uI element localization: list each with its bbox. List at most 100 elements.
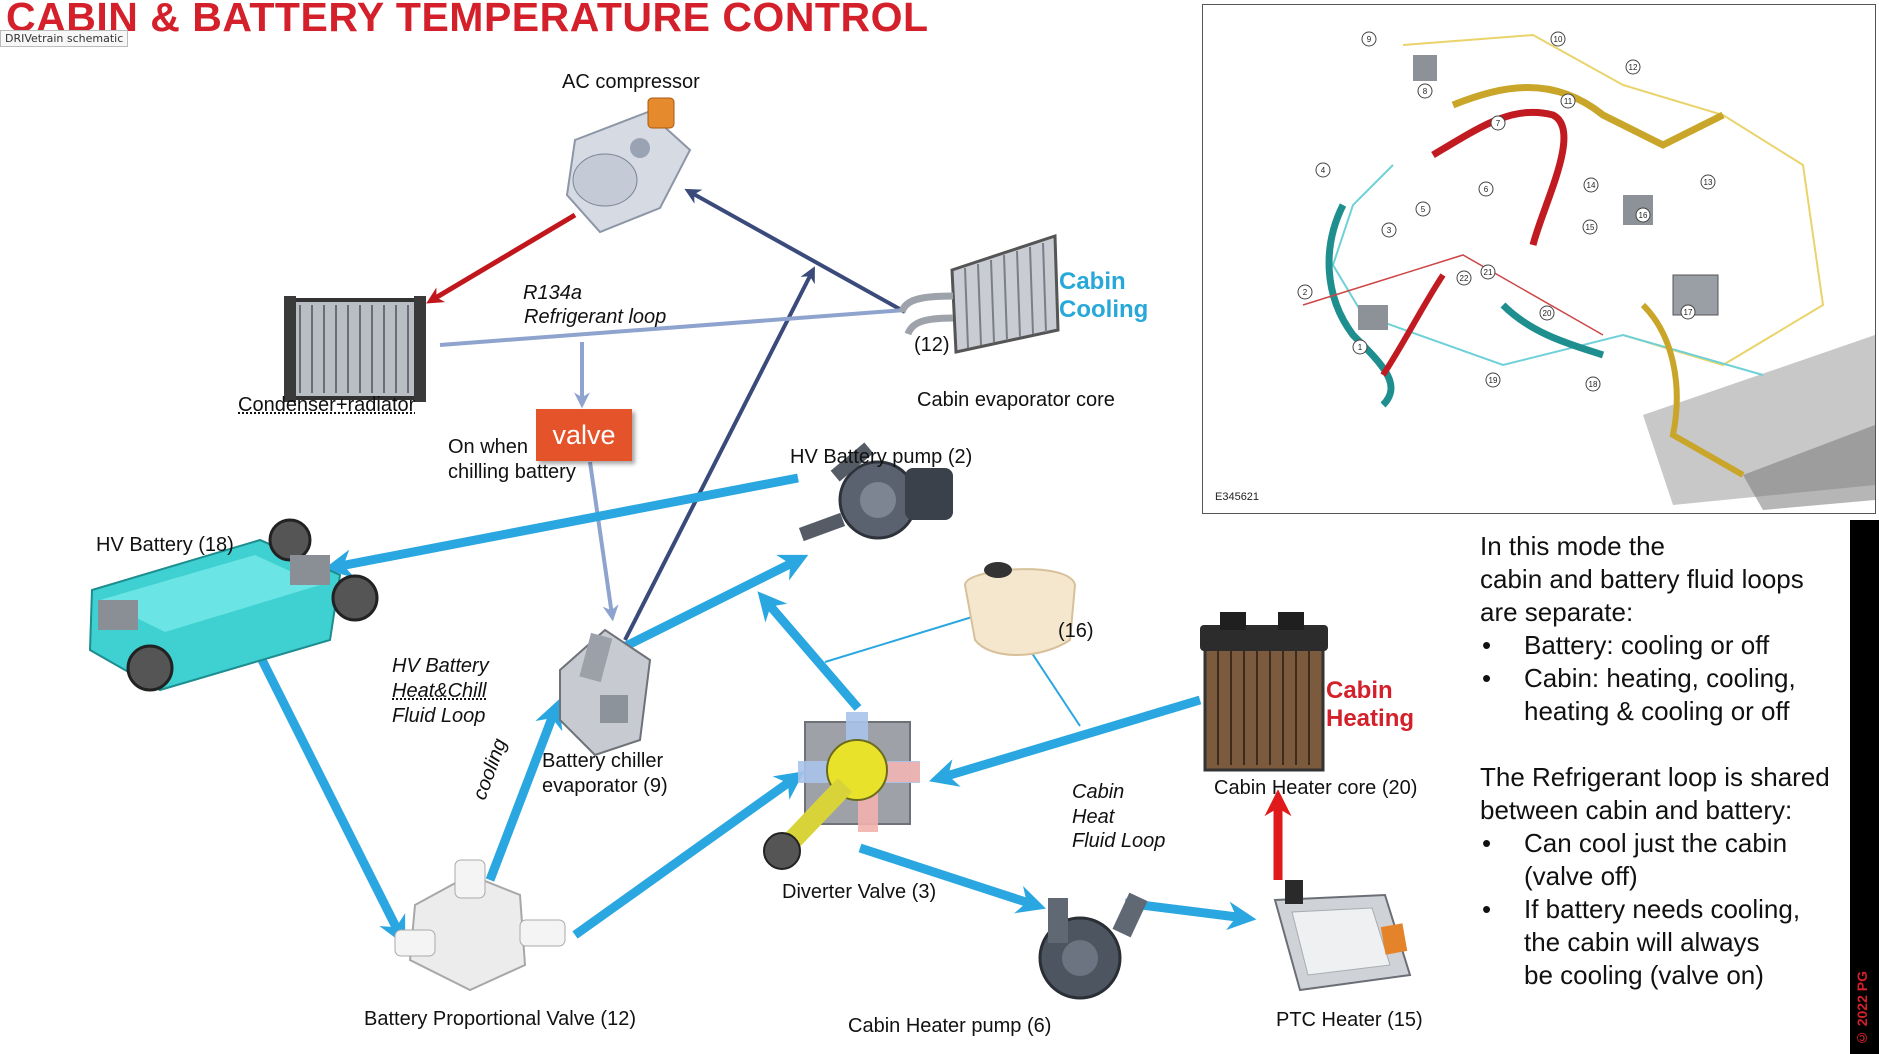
refrigerant-loop <box>426 188 906 641</box>
valve-badge: valve <box>536 409 632 461</box>
inset-callout-number: 22 <box>1460 274 1469 283</box>
inset-callout-number: 5 <box>1421 205 1426 214</box>
battery-chiller-label-1: Battery chiller <box>542 750 664 772</box>
inset-code: E345621 <box>1215 491 1260 503</box>
inset-callout-number: 3 <box>1387 226 1392 235</box>
hv-battery-label: HV Battery (18) <box>96 534 234 556</box>
battery-fluid-loop <box>247 473 809 946</box>
inset-callout-number: 18 <box>1589 380 1598 389</box>
inset-callout-number: 17 <box>1684 308 1693 317</box>
inset-callout: 12 <box>1625 59 1641 75</box>
inset-callout: 17 <box>1680 304 1696 320</box>
inset-callout-number: 6 <box>1484 185 1489 194</box>
inset-callout-number: 12 <box>1629 63 1638 72</box>
heater-pump-image <box>1038 892 1148 1000</box>
inset-callout: 19 <box>1485 372 1501 388</box>
notes-bullet-battery-cooling: If battery needs cooling,the cabin will … <box>1480 893 1860 992</box>
inset-callout: 8 <box>1417 83 1433 99</box>
copyright-sidebar: © 2022 PG <box>1850 520 1879 1054</box>
prop-valve-to-chiller-arrow <box>485 699 563 882</box>
inset-callout: 22 <box>1456 270 1472 286</box>
notes-bullet-cool-cabin-text-1: Can cool just the cabin <box>1524 828 1788 858</box>
condenser-to-evaporator-line <box>439 308 906 347</box>
cabin-evaporator-label: Cabin evaporator core <box>917 389 1115 411</box>
page-title: CABIN & BATTERY TEMPERATURE CONTROL <box>6 0 929 40</box>
hv-battery-pump-label: HV Battery pump (2) <box>790 446 973 468</box>
notes-bullet-cabin-text-2: heating & cooling or off <box>1524 696 1790 726</box>
inset-callout-number: 10 <box>1554 35 1563 44</box>
chiller-to-pump-arrow <box>615 554 809 655</box>
inset-callout: 9 <box>1361 31 1377 47</box>
schematic-tag: DRIVetrain schematic <box>0 30 129 47</box>
inset-callout: 3 <box>1381 222 1397 238</box>
valve-to-chiller-arrow <box>588 461 619 622</box>
chiller-to-compressor-arrow <box>623 266 815 641</box>
ptc-heater-label: PTC Heater (15) <box>1276 1009 1423 1031</box>
cabin-cooling-title-2: Cooling <box>1059 296 1149 323</box>
hv-battery-image <box>88 518 379 692</box>
hv-loop-label-3: Fluid Loop <box>392 705 486 727</box>
inset-callout-number: 4 <box>1321 166 1326 175</box>
reservoir-line-a <box>824 609 996 663</box>
ptc-heater-image <box>1273 880 1412 992</box>
copyright-text: © 2022 PG <box>1854 970 1870 1046</box>
cabin-loop-label-1: Cabin <box>1072 781 1125 803</box>
inset-callout: 11 <box>1560 93 1576 109</box>
inset-callout-number: 1 <box>1358 343 1363 352</box>
diverter-valve-image <box>763 712 920 870</box>
cabin-heating-title-2: Heating <box>1326 705 1415 732</box>
cabin-cooling-title-1: Cabin <box>1059 268 1126 295</box>
notes-intro-3: are separate: <box>1480 597 1634 627</box>
inset-callout: 2 <box>1297 284 1313 300</box>
notes-bullet-cabin: Cabin: heating, cooling,heating & coolin… <box>1480 662 1860 728</box>
notes-list-2: Can cool just the cabin(valve off) If ba… <box>1480 827 1860 992</box>
inset-callout: 4 <box>1315 162 1331 178</box>
inset-callout-number: 2 <box>1303 288 1308 297</box>
inset-callout: 16 <box>1635 207 1651 223</box>
hv-loop-label-1: HV Battery <box>392 655 489 677</box>
prop-valve-to-diverter-arrow <box>572 771 805 939</box>
inset-callout: 14 <box>1583 177 1599 193</box>
notes-intro-2: cabin and battery fluid loops <box>1480 564 1804 594</box>
inset-callout: 7 <box>1490 115 1506 131</box>
notes-bullet-battery-cooling-text-2: the cabin will always <box>1524 927 1760 957</box>
notes-intro-1: In this mode the <box>1480 531 1665 561</box>
battery-to-prop-valve-arrow <box>247 637 406 946</box>
inset-callout: 18 <box>1585 376 1601 392</box>
explanation-notes: In this mode the cabin and battery fluid… <box>1480 530 1860 992</box>
diverter-to-heater-pump-arrow <box>858 843 1046 914</box>
battery-chiller-image <box>559 628 652 757</box>
cabin-evaporator-image <box>898 233 1060 354</box>
battery-chiller-label-2: evaporator (9) <box>542 775 668 797</box>
pump-to-battery-arrow <box>323 473 799 578</box>
notes-bullet-battery: Battery: cooling or off <box>1480 629 1860 662</box>
notes-bullet-battery-cooling-text-1: If battery needs cooling, <box>1524 894 1801 924</box>
refrigerant-label-2: Refrigerant loop <box>524 306 667 328</box>
inset-callout-number: 14 <box>1587 181 1596 190</box>
inset-callout-number: 21 <box>1484 268 1493 277</box>
notes-bullet-cool-cabin-text-2: (valve off) <box>1524 861 1638 891</box>
evaporator-to-compressor-arrow <box>684 188 906 314</box>
inset-callout-number: 9 <box>1367 35 1372 44</box>
inset-callout: 20 <box>1539 305 1555 321</box>
heater-core-image <box>1200 612 1328 772</box>
inset-callout: 15 <box>1582 219 1598 235</box>
diverter-valve-label: Diverter Valve (3) <box>782 881 937 903</box>
hv-loop-label-2: Heat&Chill <box>392 680 487 702</box>
cabin-loop-label-3: Fluid Loop <box>1072 830 1166 852</box>
inset-callout: 5 <box>1415 201 1431 217</box>
refrigerant-label-1: R134a <box>523 282 582 304</box>
heater-pump-label: Cabin Heater pump (6) <box>848 1015 1052 1037</box>
inset-callout: 1 <box>1352 339 1368 355</box>
condenser-label: Condenser+radiator <box>238 394 416 416</box>
prop-valve-label: Battery Proportional Valve (12) <box>364 1008 636 1030</box>
evaporator-number-label: (12) <box>914 334 950 356</box>
heater-core-label: Cabin Heater core (20) <box>1214 777 1418 799</box>
inset-callout-number: 8 <box>1423 87 1428 96</box>
on-when-label-1: On when <box>448 436 529 458</box>
inset-callout-number: 11 <box>1564 97 1573 106</box>
notes-bullet-battery-text: Battery: cooling or off <box>1524 630 1770 660</box>
